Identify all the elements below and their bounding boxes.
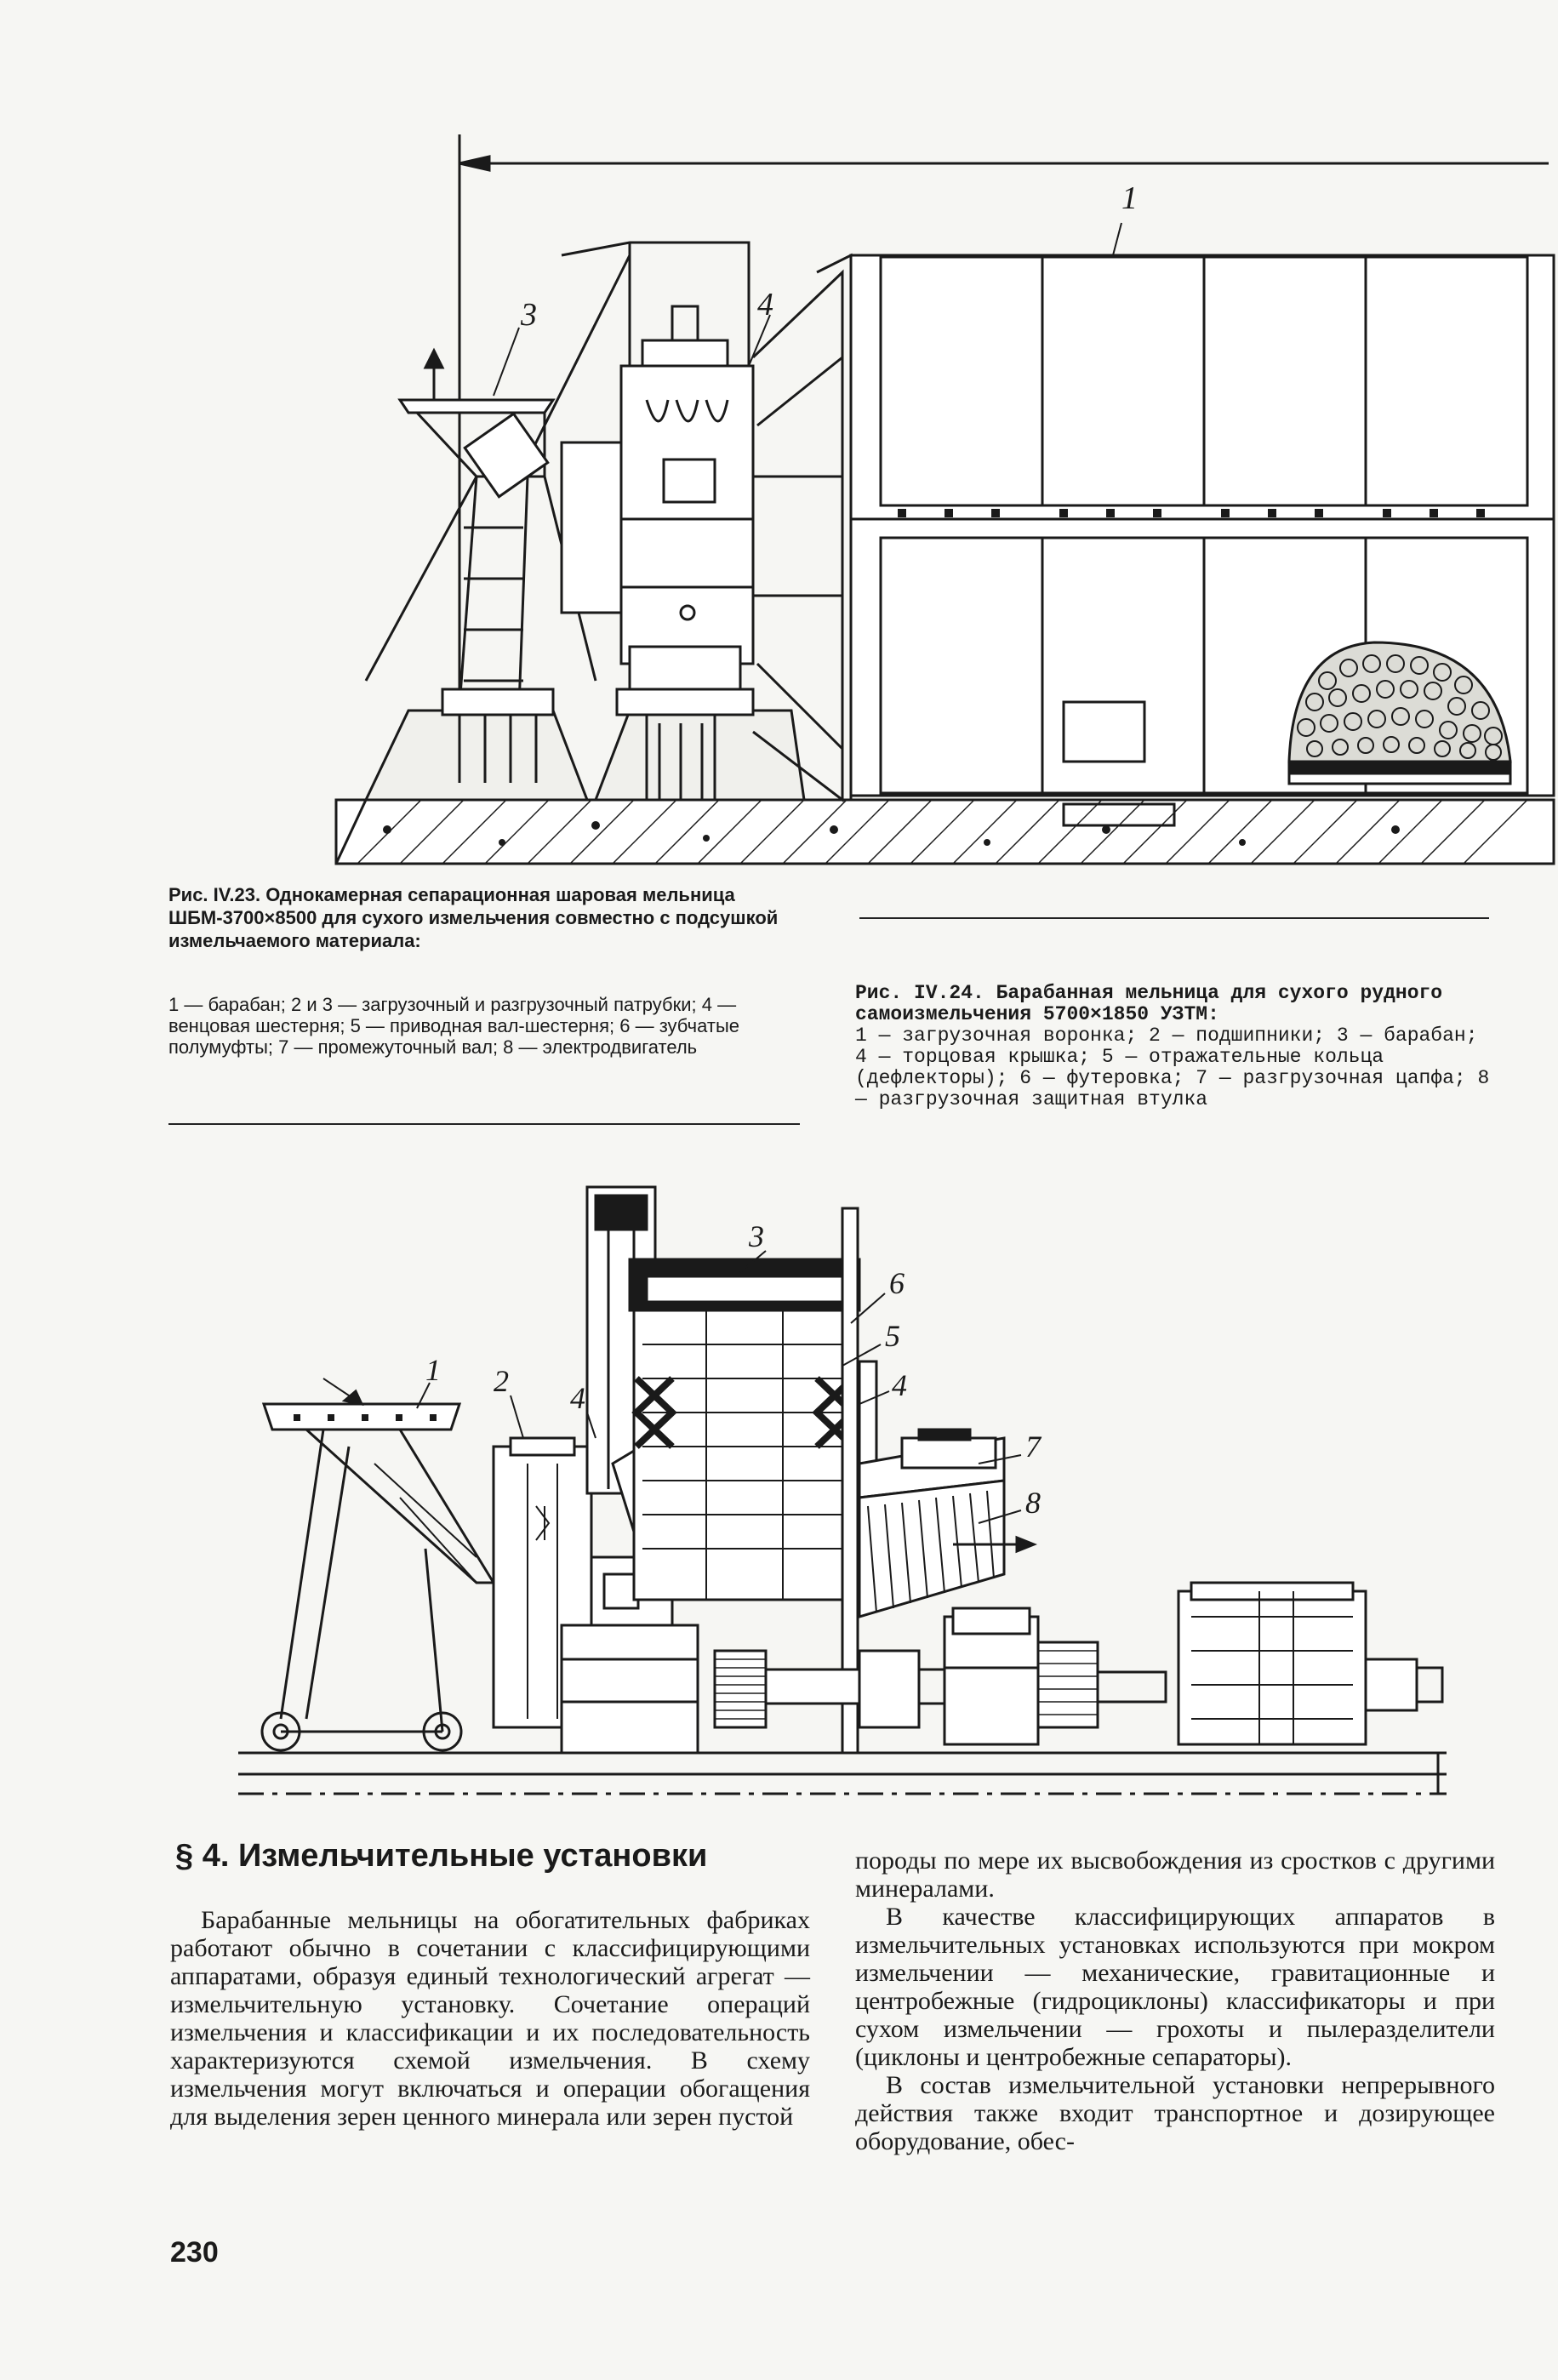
left-column: Барабанные мельницы на обогатительных фа… [170, 1906, 810, 2131]
right-paragraph-2: В качестве классифицирующих аппаратов в … [855, 1903, 1495, 2071]
fig24-callout-2: 2 [494, 1364, 509, 1398]
fig24-caption-title: Рис. IV.24. Барабанная мельница для сухо… [855, 982, 1443, 1025]
figure-iv-23: 1 3 4 [323, 128, 1558, 876]
fig24-callout-3: 3 [748, 1219, 764, 1253]
fig24-callout-6: 6 [889, 1266, 905, 1300]
mill-shbm-drawing: 1 3 4 [334, 134, 1555, 865]
fig23-caption-title: Рис. IV.23. Однокамерная сепарационная ш… [168, 884, 779, 951]
fig24-callout-5: 5 [885, 1319, 900, 1353]
right-column: породы по мере их высвобождения из срост… [855, 1846, 1495, 2155]
fig24-caption-body: 1 — загрузочная воронка; 2 — подшипники;… [855, 1024, 1490, 1110]
fig24-callout-4b: 4 [892, 1368, 907, 1402]
fig23-callout-1: 1 [1121, 180, 1138, 216]
page-number: 230 [170, 2236, 219, 2269]
fig23-caption-rule [168, 1123, 800, 1125]
fig24-callout-8: 8 [1025, 1486, 1041, 1520]
fig24-callout-1: 1 [425, 1353, 441, 1387]
autogenous-mill-drawing: 1 2 3 4 4 5 6 7 8 [238, 1185, 1447, 1795]
section-heading: § 4. Измельчительные установки [175, 1838, 708, 1874]
fig24-callout-7: 7 [1025, 1430, 1042, 1464]
fig24-caption-rule [859, 917, 1489, 919]
fig23-callout-4: 4 [757, 287, 773, 322]
figure-iv-24: 1 2 3 4 4 5 6 7 8 [204, 1166, 1464, 1821]
left-paragraph: Барабанные мельницы на обогатительных фа… [170, 1906, 810, 2131]
fig23-caption-body: 1 — барабан; 2 и 3 — загрузочный и разгр… [168, 994, 739, 1058]
right-paragraph-3: В состав измельчительной установки непре… [855, 2071, 1495, 2155]
fig24-callout-4a: 4 [570, 1381, 585, 1415]
fig23-callout-3: 3 [520, 297, 537, 333]
right-paragraph-1: породы по мере их высвобождения из срост… [855, 1846, 1495, 1903]
